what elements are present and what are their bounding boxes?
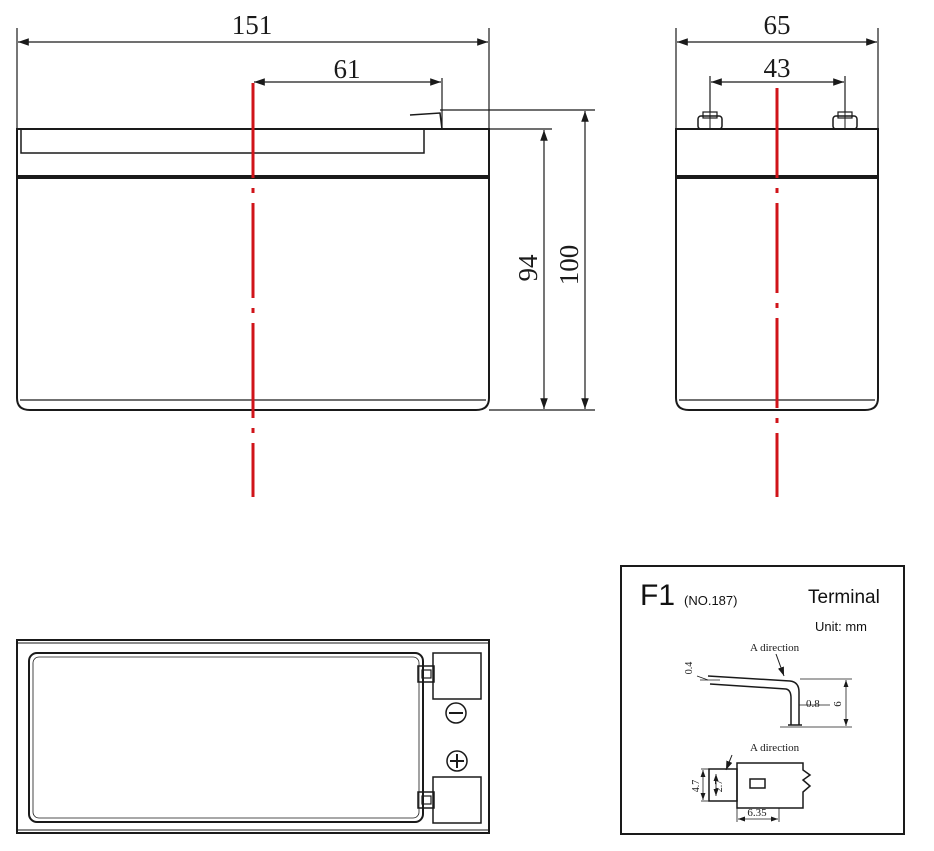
top-inner-panel-edge (32, 656, 420, 819)
front-view: 151 61 94 100 (16, 10, 595, 497)
terminal-tab-body (736, 762, 812, 809)
terminal-box-frame (620, 565, 905, 835)
unit-label: Unit: mm (815, 619, 867, 634)
terminal-code: F1 (640, 579, 675, 612)
outer-width-label: 4.7 (691, 780, 702, 793)
terminal-offset-label: 61 (334, 54, 361, 84)
top-view (16, 639, 490, 834)
bend-label: 0.8 (806, 698, 820, 710)
positive-symbol-icon (446, 750, 468, 772)
direction-label-upper: A direction (750, 642, 800, 654)
width-label: 151 (232, 10, 273, 40)
terminal-detail-box: F1 (NO.187) Terminal Unit: mm A directio… (620, 565, 905, 835)
terminal-profile-outer (707, 675, 800, 725)
top-outline (16, 639, 490, 834)
terminal-profile-inner (709, 683, 792, 725)
terminal-code-number: (NO.187) (684, 593, 737, 608)
thickness-label: 0.4 (684, 662, 695, 675)
depth-label: 65 (764, 10, 791, 40)
length-label: 6.35 (747, 807, 767, 819)
negative-symbol-icon (445, 702, 467, 724)
case-height-label: 94 (513, 254, 543, 282)
top-terminal-upper (417, 652, 482, 700)
side-terminal-left (697, 111, 723, 130)
front-terminal (409, 112, 443, 130)
side-terminal-right (832, 111, 858, 130)
top-terminal-lower (417, 776, 482, 824)
terminal-spacing-label: 43 (764, 53, 791, 83)
direction-arrow-upper (775, 653, 785, 677)
direction-arrow-lower (725, 754, 733, 771)
terminal-title: Terminal (808, 587, 880, 608)
total-height-label: 100 (554, 245, 584, 286)
front-lid-inset (20, 128, 425, 154)
direction-label-lower: A direction (750, 742, 800, 754)
terminal-tab-hole (749, 778, 766, 789)
top-inner-panel (28, 652, 424, 823)
side-body (675, 177, 879, 411)
inner-width-label: 2.7 (714, 780, 725, 793)
terminal-height-label: 6 (832, 701, 844, 707)
side-view: 65 43 (675, 10, 879, 497)
thickness-leader (696, 675, 709, 681)
